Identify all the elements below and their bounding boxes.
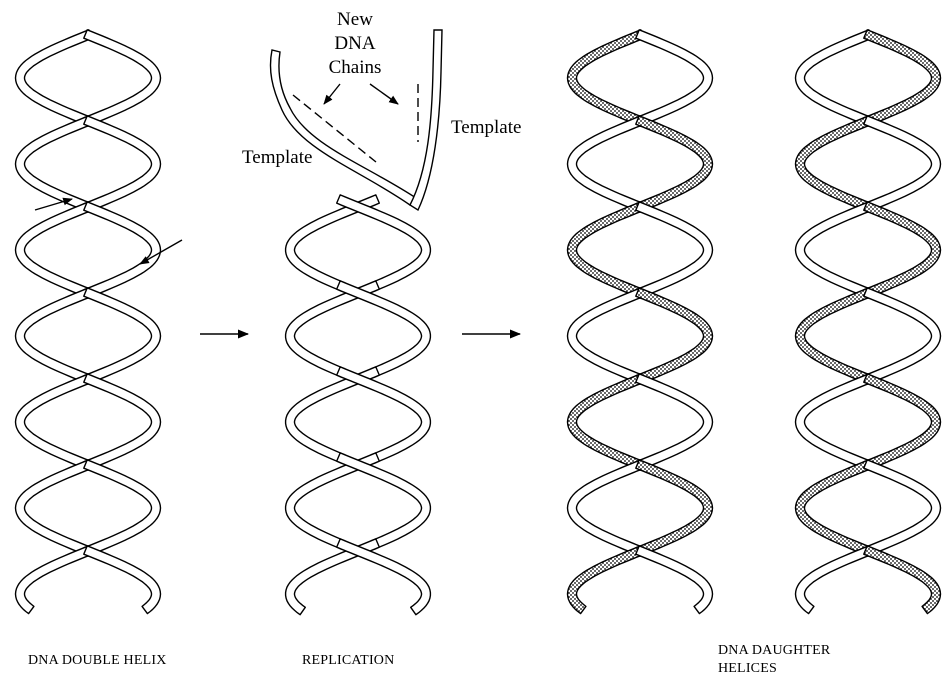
new-chains-line2: DNA bbox=[320, 32, 390, 56]
new-chains-line3: Chains bbox=[320, 56, 390, 80]
strand-b-segment bbox=[796, 546, 873, 614]
new-chains-line1: New bbox=[320, 8, 390, 32]
strand-b-segment bbox=[864, 288, 941, 384]
strand-a-segment bbox=[796, 288, 873, 384]
strand-a-segment bbox=[16, 116, 93, 212]
daughter-helix-1 bbox=[568, 30, 713, 614]
strand-a-segment bbox=[796, 460, 873, 556]
strand-a-segment bbox=[636, 374, 713, 470]
new-dna-chains-label: New DNA Chains bbox=[320, 8, 390, 80]
strand-b-segment bbox=[16, 202, 93, 298]
template-label-right: Template bbox=[451, 116, 521, 140]
caption-dna-daughter-helices: DNA DAUGHTER HELICES bbox=[718, 642, 830, 678]
strand-a-segment bbox=[84, 374, 161, 470]
strand-a-segment bbox=[568, 288, 645, 384]
strand-b-segment bbox=[84, 116, 161, 212]
strand-b-segment bbox=[796, 30, 873, 126]
caption-replication: REPLICATION bbox=[302, 653, 394, 669]
strand-a-segment bbox=[864, 30, 941, 126]
strand-b-segment bbox=[568, 374, 645, 470]
strand-a-segment bbox=[16, 460, 93, 556]
strand-a-segment bbox=[864, 202, 941, 298]
strand-b-segment bbox=[16, 546, 93, 614]
strand-b-segment bbox=[568, 202, 645, 298]
strand-b-segment bbox=[84, 288, 161, 384]
strand-a-segment bbox=[337, 367, 431, 463]
original-double-helix bbox=[16, 30, 161, 614]
strand-b-segment bbox=[16, 30, 93, 126]
daughter-helix-2 bbox=[796, 30, 941, 614]
strand-a-segment bbox=[84, 30, 161, 126]
strand-b-segment bbox=[337, 281, 431, 377]
strand-b-segment bbox=[864, 116, 941, 212]
strand-a-segment bbox=[636, 546, 713, 614]
strand-a-segment bbox=[636, 30, 713, 126]
strand-b-segment bbox=[636, 116, 713, 212]
caption-dna-double-helix: DNA DOUBLE HELIX bbox=[28, 653, 167, 669]
strand-b-segment bbox=[568, 546, 645, 614]
strand-a-segment bbox=[337, 539, 431, 615]
strand-a-segment bbox=[636, 202, 713, 298]
strand-a-segment bbox=[84, 546, 161, 614]
strand-b-segment bbox=[16, 374, 93, 470]
strand-b-segment bbox=[796, 202, 873, 298]
strand-a-segment bbox=[568, 116, 645, 212]
pointer-arrow-right-chain bbox=[370, 84, 398, 104]
strand-a-segment bbox=[84, 202, 161, 298]
strand-b-segment bbox=[636, 288, 713, 384]
strand-direction-arrow-up bbox=[35, 199, 72, 210]
strand-b-segment bbox=[796, 374, 873, 470]
template-label-left: Template bbox=[242, 146, 312, 170]
pointer-arrow-left-chain bbox=[324, 84, 340, 104]
strand-a-segment bbox=[796, 116, 873, 212]
template-strand-right bbox=[410, 30, 442, 210]
strand-b-segment bbox=[864, 460, 941, 556]
strand-b-segment bbox=[84, 460, 161, 556]
caption-daughter-line1: DNA DAUGHTER bbox=[718, 642, 830, 660]
strand-a-segment bbox=[864, 374, 941, 470]
strand-a-segment bbox=[864, 546, 941, 614]
strand-a-segment bbox=[568, 460, 645, 556]
strand-b-segment bbox=[636, 460, 713, 556]
strand-a-segment bbox=[16, 288, 93, 384]
strand-b-segment bbox=[337, 453, 431, 549]
strand-direction-arrow-down bbox=[140, 240, 182, 264]
caption-daughter-line2: HELICES bbox=[718, 660, 830, 678]
strand-b-segment bbox=[568, 30, 645, 126]
replicating-helix bbox=[270, 30, 442, 615]
